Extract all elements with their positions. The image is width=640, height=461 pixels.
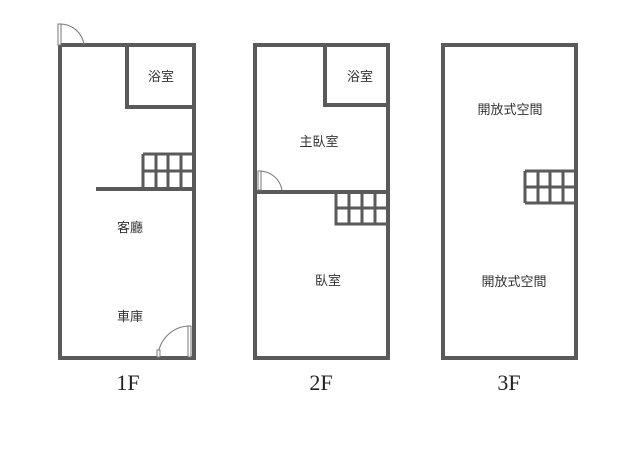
floor-2f: 浴室 主臥室 臥室 2F	[253, 43, 390, 395]
door-master-bedroom	[257, 170, 283, 191]
bathroom-wall	[125, 45, 194, 109]
bathroom-wall	[323, 45, 388, 107]
floor-1f: 浴室 客廳 車庫 1F	[57, 23, 196, 395]
stairs	[523, 169, 576, 205]
room-label: 車庫	[117, 310, 143, 325]
floor-label: 2F	[309, 370, 332, 395]
room-label: 浴室	[148, 69, 174, 85]
room-label: 開放式空間	[481, 275, 546, 290]
room-label: 客廳	[117, 220, 143, 236]
door-entrance-top	[57, 23, 85, 46]
floor-label: 1F	[116, 370, 139, 395]
floor-label: 3F	[497, 370, 520, 395]
outer-wall	[253, 43, 390, 360]
door-garage	[156, 325, 192, 358]
stairs	[141, 152, 194, 189]
room-label: 浴室	[347, 69, 373, 85]
room-label: 開放式空間	[477, 103, 542, 118]
room-label: 主臥室	[299, 134, 338, 150]
floor-3f: 開放式空間 開放式空間 3F	[441, 43, 578, 395]
stairs	[334, 192, 388, 226]
room-label: 臥室	[315, 273, 341, 289]
